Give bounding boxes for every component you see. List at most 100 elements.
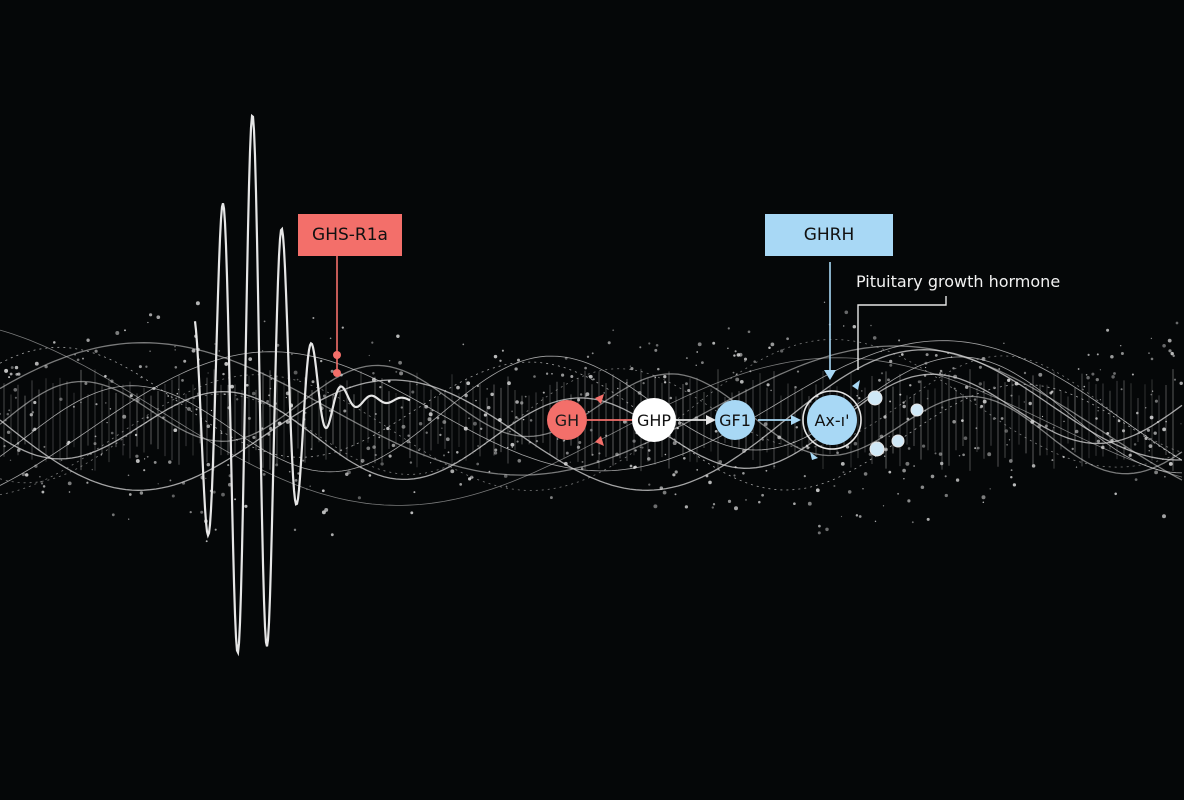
particle-dot — [815, 488, 820, 493]
particle-dot — [510, 442, 515, 447]
particle-dot — [341, 326, 344, 329]
particle-dot — [684, 505, 689, 509]
particle-dot — [8, 376, 11, 379]
particle-dot — [428, 412, 433, 417]
particle-dot — [880, 350, 882, 352]
particle-dot — [263, 320, 266, 323]
particle-dot — [678, 421, 682, 425]
particle-dot — [1180, 423, 1182, 425]
particle-dot — [391, 443, 396, 448]
particle-dot — [477, 445, 479, 447]
particle-dot — [128, 493, 132, 496]
particle-dot — [224, 393, 226, 396]
particle-dot — [1123, 446, 1127, 449]
particle-dot — [938, 452, 943, 456]
particle-dot — [556, 438, 559, 440]
particle-dot — [1148, 352, 1150, 354]
particle-dot — [952, 367, 955, 370]
particle-dot — [1106, 328, 1110, 332]
particle-dot — [1101, 445, 1105, 450]
particle-dot — [654, 348, 658, 352]
particle-dot — [1063, 420, 1065, 423]
particle-dot — [1168, 461, 1173, 466]
particle-dot — [792, 441, 795, 444]
particle-dot — [1151, 390, 1154, 392]
particle-dot — [982, 501, 985, 504]
particle-dot — [147, 321, 149, 324]
particle-dot — [321, 510, 326, 515]
particle-dot — [585, 392, 590, 397]
particle-dot — [520, 401, 524, 405]
particle-dot — [794, 386, 797, 389]
particle-dot — [374, 453, 377, 457]
particle-dot — [674, 470, 678, 474]
particle-dot — [747, 330, 751, 334]
particle-dot — [115, 331, 120, 335]
particle-dot — [742, 472, 745, 475]
particle-dot — [1012, 483, 1017, 487]
particle-dot — [210, 409, 213, 412]
particle-dot — [91, 468, 94, 471]
particle-dot — [1111, 375, 1115, 379]
particle-dot — [648, 342, 651, 345]
particle-dot — [924, 366, 927, 369]
particle-dot — [727, 499, 732, 504]
particle-dot — [464, 393, 468, 398]
particle-dot — [418, 449, 420, 452]
particle-dot — [156, 315, 161, 320]
particle-dot — [459, 483, 463, 486]
particle-dot — [212, 490, 216, 494]
particle-dot — [32, 429, 34, 432]
particle-dot — [840, 515, 843, 518]
particle-dot — [34, 361, 39, 366]
particle-dot — [145, 365, 148, 368]
receptor-glyphs — [867, 390, 924, 457]
node-axr-label: Ax-ı' — [814, 411, 849, 430]
particle-dot — [856, 394, 859, 397]
particle-dot — [1075, 466, 1078, 468]
particle-dot — [1038, 372, 1043, 377]
particle-dot — [842, 471, 845, 474]
particle-dot — [483, 413, 488, 417]
gh-arrow-marker-top — [595, 394, 604, 404]
particle-dot — [695, 364, 697, 366]
particle-dot — [456, 385, 460, 390]
particle-dot — [187, 407, 191, 411]
particle-dot — [234, 498, 237, 501]
particle-dot — [1154, 399, 1158, 403]
particle-dot — [982, 399, 987, 404]
particle-dot — [1134, 478, 1138, 481]
particle-dot — [82, 357, 84, 360]
particle-dot — [1091, 372, 1095, 376]
particle-dot — [372, 371, 375, 375]
particle-dot — [669, 396, 673, 400]
particle-dot — [388, 359, 391, 362]
particle-dot — [654, 376, 656, 379]
particle-dot — [1110, 354, 1114, 359]
particle-dot — [733, 474, 736, 477]
particle-dot — [388, 454, 392, 458]
particle-dot — [653, 504, 658, 509]
particle-dot — [529, 441, 532, 444]
particle-dot — [220, 432, 223, 434]
particle-dot — [380, 462, 384, 466]
particle-dot — [476, 384, 480, 388]
particle-dot — [17, 372, 21, 376]
wave-line — [0, 355, 1183, 474]
particle-dot — [406, 439, 410, 444]
particle-dot — [1052, 429, 1054, 431]
particle-dot — [162, 416, 165, 419]
particle-dot — [1097, 410, 1099, 412]
particle-dot — [545, 372, 549, 375]
particle-dot — [291, 353, 293, 356]
particle-dot — [1087, 353, 1090, 356]
particle-dot — [221, 492, 225, 497]
particle-dot — [685, 357, 688, 360]
particle-dot — [1150, 357, 1154, 361]
particle-dot — [1044, 424, 1048, 428]
particle-dot — [934, 354, 938, 357]
particle-dot — [441, 427, 443, 429]
particle-dot — [1179, 381, 1183, 386]
particle-dot — [965, 385, 969, 389]
particle-dot — [647, 449, 651, 452]
